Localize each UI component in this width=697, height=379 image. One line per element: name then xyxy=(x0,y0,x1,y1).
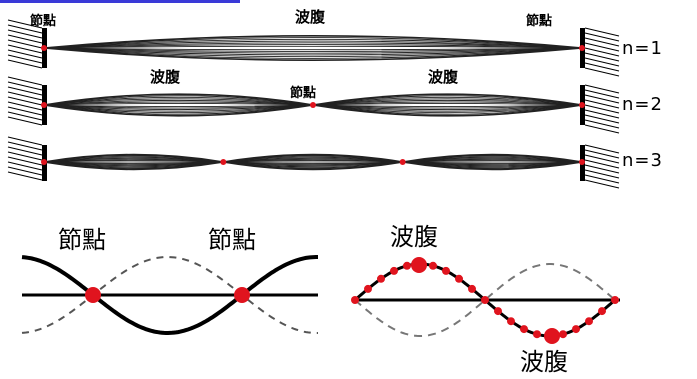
string-loops-n1 xyxy=(41,35,585,61)
node-label-left-n1: 節點 xyxy=(30,13,56,29)
antinode-point-top xyxy=(411,257,427,273)
node-point-1 xyxy=(85,287,101,303)
node-label-bottom-2: 節點 xyxy=(208,226,256,254)
top-accent-bar xyxy=(0,0,240,3)
string-loops-n3 xyxy=(41,153,585,171)
right-wall-n3 xyxy=(580,144,620,189)
left-wall-hatch-n2 xyxy=(7,76,43,126)
n-label-n3: n=3 xyxy=(622,150,663,171)
wave-row-n3: n=3 xyxy=(7,136,663,189)
antinode-label-left-n2: 波腹 xyxy=(150,68,181,86)
left-wall-hatch-n1 xyxy=(7,19,43,69)
antinode-detail-diagram: 波腹 波腹 xyxy=(351,223,620,376)
node-point-2 xyxy=(234,287,250,303)
string-loops-n2 xyxy=(41,93,585,117)
right-wall-n2 xyxy=(580,84,620,134)
node-label-right-n1: 節點 xyxy=(526,13,552,29)
node-label-n2: 節點 xyxy=(290,85,316,101)
left-wall-n2 xyxy=(7,76,47,126)
left-wall-hatch-n3 xyxy=(7,136,43,181)
right-wall-n1 xyxy=(580,27,620,77)
n-label-n2: n=2 xyxy=(622,94,663,115)
node-detail-diagram: 節點 節點 xyxy=(21,226,318,335)
dashed-wave-right xyxy=(354,263,618,337)
right-wall-hatch-n2 xyxy=(584,84,620,134)
antinode-point-bottom xyxy=(544,328,560,344)
right-wall-hatch-n3 xyxy=(584,144,620,189)
solid-wave-left xyxy=(21,255,318,335)
antinode-label-right-n2: 波腹 xyxy=(428,68,459,86)
n-label-n1: n=1 xyxy=(622,38,663,59)
antinode-label-n1: 波腹 xyxy=(295,8,326,26)
antinode-label-bottom: 波腹 xyxy=(520,348,568,376)
dashed-wave-left xyxy=(21,256,318,334)
node-label-bottom-1: 節點 xyxy=(58,226,106,254)
antinode-label-top: 波腹 xyxy=(390,223,438,251)
right-wall-hatch-n1 xyxy=(584,27,620,77)
left-wall-n3 xyxy=(7,136,47,181)
wave-row-n1: 節點 節點 波腹 n=1 xyxy=(7,8,663,77)
wave-row-n2: 波腹 波腹 節點 n=2 xyxy=(7,68,663,134)
